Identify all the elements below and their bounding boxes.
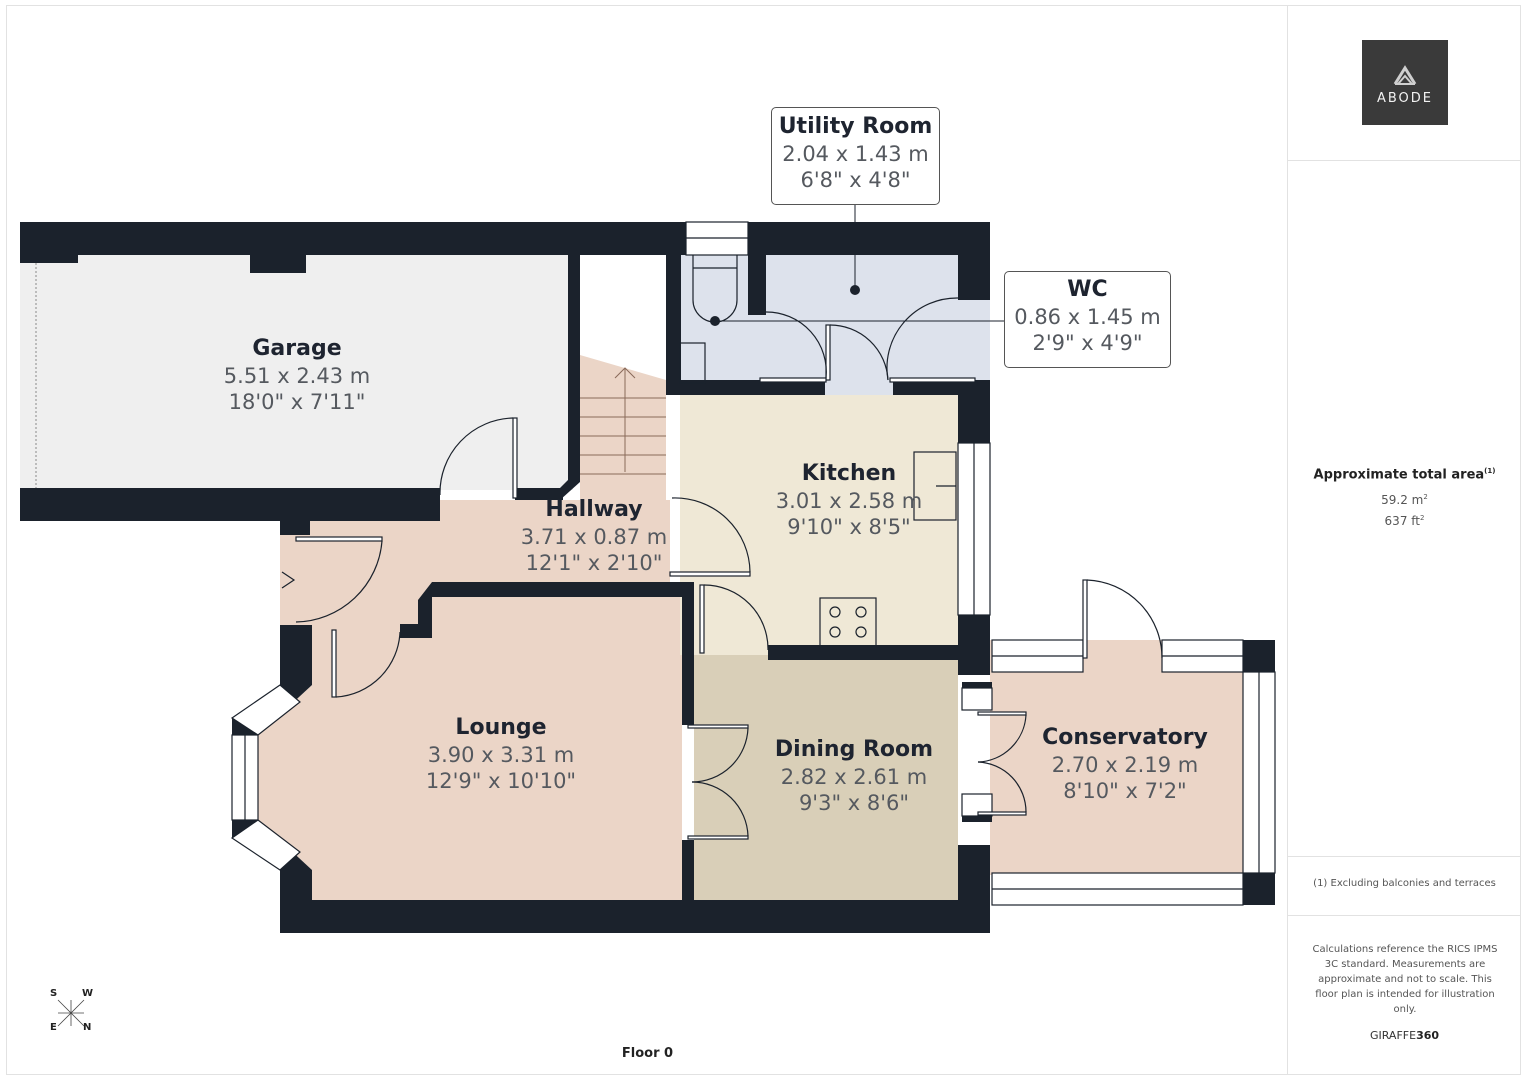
room-kitchen: Kitchen 3.01 x 2.58 m 9'10" x 8'5"	[776, 460, 922, 540]
provider-brand: GIRAFFE360	[1288, 1029, 1521, 1042]
disclaimer: Calculations reference the RICS IPMS 3C …	[1312, 944, 1498, 1015]
compass: S W E N	[46, 986, 96, 1038]
room-metric: 3.90 x 3.31 m	[427, 743, 575, 767]
doors	[281, 297, 1163, 840]
stairs	[580, 367, 666, 475]
compass-label-e: E	[50, 1022, 57, 1033]
dining-floor	[694, 655, 958, 900]
footnote-mark: (1)	[1484, 467, 1496, 475]
room-metric: 5.51 x 2.43 m	[223, 364, 371, 388]
room-name: Conservatory	[1042, 725, 1208, 750]
hallway-floor	[280, 500, 670, 625]
room-dining: Dining Room 2.82 x 2.61 m 9'3" x 8'6"	[775, 736, 933, 816]
floor-label: Floor 0	[621, 1046, 674, 1061]
room-name: Hallway	[545, 497, 643, 522]
logo-section: ABODE	[1288, 5, 1521, 161]
info-sidebar: ABODE Approximate total area(1) 59.2 m2 …	[1287, 5, 1521, 1075]
unit-sup: 2	[1423, 493, 1428, 501]
room-imperial: 12'1" x 2'10"	[525, 551, 663, 575]
callout-leaders	[715, 205, 1004, 322]
room-imperial: 2'9" x 4'9"	[1032, 331, 1143, 355]
kitchen-floor	[680, 395, 958, 655]
room-metric: 0.86 x 1.45 m	[1014, 305, 1161, 329]
windows	[230, 221, 1276, 906]
room-name: Garage	[252, 336, 342, 361]
room-name: Dining Room	[774, 737, 934, 762]
lounge-floor	[258, 596, 682, 900]
room-metric: 3.01 x 2.58 m	[775, 489, 923, 513]
hob	[819, 597, 877, 647]
room-name: WC	[1067, 277, 1108, 302]
basin	[679, 342, 706, 384]
logo-mark-icon	[1393, 65, 1417, 85]
compass-label-n: N	[83, 1022, 92, 1033]
room-metric: 3.71 x 0.87 m	[520, 525, 668, 549]
footnote: (1) Excluding balconies and terraces	[1313, 878, 1496, 889]
logo-text: ABODE	[1376, 91, 1434, 106]
footnote-section	[1288, 856, 1521, 916]
provider-suffix: 360	[1416, 1029, 1440, 1042]
room-name: Kitchen	[801, 461, 897, 486]
floor-plan	[20, 205, 1276, 1027]
room-imperial: 6'8" x 4'8"	[800, 168, 911, 192]
garage-floor	[20, 255, 573, 490]
total-area-title-text: Approximate total area	[1313, 467, 1485, 483]
area-ft2-value: 637 ft	[1384, 514, 1420, 528]
callout-utility-room: Utility Room 2.04 x 1.43 m 6'8" x 4'8"	[771, 107, 940, 205]
walls	[20, 222, 1275, 933]
room-name: Lounge	[455, 715, 547, 740]
room-metric: 2.04 x 1.43 m	[782, 142, 929, 166]
total-area-title: Approximate total area(1)	[1288, 467, 1521, 482]
page-frame	[6, 5, 1521, 1075]
room-imperial: 8'10" x 7'2"	[1063, 779, 1187, 803]
room-lounge: Lounge 3.90 x 3.31 m 12'9" x 10'10"	[426, 714, 576, 794]
unit-sup: 2	[1419, 514, 1425, 522]
room-imperial: 12'9" x 10'10"	[425, 769, 577, 793]
provider-prefix: GIRAFFE	[1369, 1029, 1417, 1042]
abode-logo: ABODE	[1362, 40, 1448, 125]
callout-wc: WC 0.86 x 1.45 m 2'9" x 4'9"	[1004, 271, 1171, 368]
compass-lines	[57, 999, 85, 1027]
area-m2-value: 59.2 m	[1381, 493, 1424, 507]
room-metric: 2.70 x 2.19 m	[1051, 753, 1199, 777]
stairs-floor	[580, 355, 666, 500]
room-imperial: 18'0" x 7'11"	[228, 390, 366, 414]
room-imperial: 9'3" x 8'6"	[798, 791, 910, 815]
room-name: Utility Room	[778, 114, 933, 139]
room-garage: Garage 5.51 x 2.43 m 18'0" x 7'11"	[224, 335, 370, 415]
conservatory-floor	[990, 640, 1245, 875]
room-conservatory: Conservatory 2.70 x 2.19 m 8'10" x 7'2"	[1042, 724, 1208, 804]
total-area-m2: 59.2 m2	[1288, 493, 1521, 507]
room-metric: 2.82 x 2.61 m	[780, 765, 928, 789]
total-area-ft2: 637 ft2	[1288, 514, 1521, 528]
room-hallway: Hallway 3.71 x 0.87 m 12'1" x 2'10"	[521, 496, 667, 576]
compass-label-s: S	[50, 988, 58, 999]
compass-label-w: W	[82, 988, 94, 999]
room-imperial: 9'10" x 8'5"	[787, 515, 911, 539]
